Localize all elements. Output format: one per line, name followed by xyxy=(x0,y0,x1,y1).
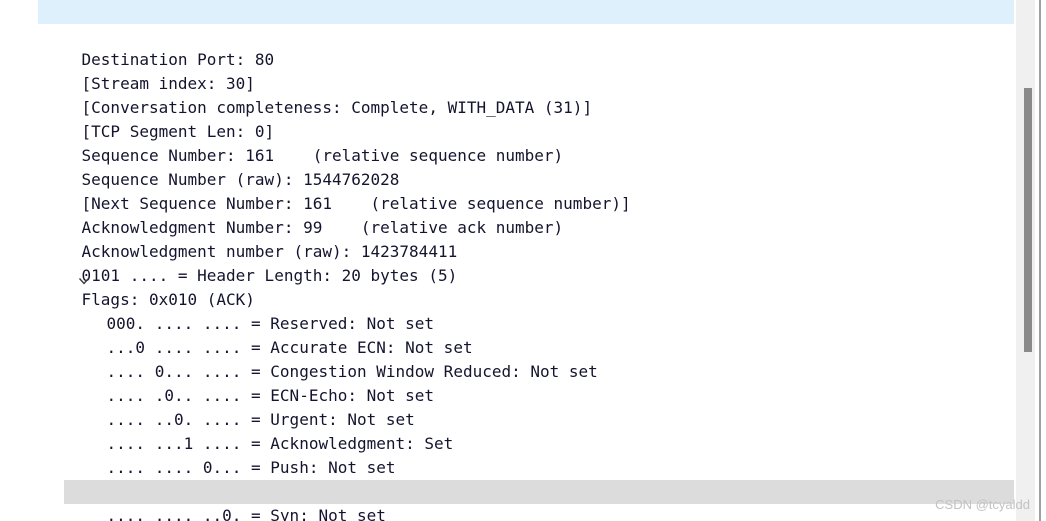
packet-detail-row[interactable]: .... .... .0.. = Reset: Not set xyxy=(64,432,1014,501)
packet-detail-text: .... 0... .... = Congestion Window Reduc… xyxy=(106,362,598,381)
packet-detail-row[interactable]: [TCP Segment Len: 0] xyxy=(38,72,1014,141)
packet-detail-row[interactable]: [Next Sequence Number: 161 (relative seq… xyxy=(38,144,1014,213)
packet-detail-row[interactable]: Sequence Number (raw): 1544762028 xyxy=(38,120,1014,189)
packet-detail-text: ...0 .... .... = Accurate ECN: Not set xyxy=(106,338,473,357)
packet-detail-row[interactable]: .... ...1 .... = Acknowledgment: Set xyxy=(64,384,1014,453)
packet-detail-text: 000. .... .... = Reserved: Not set xyxy=(106,314,435,333)
packet-detail-row[interactable]: .... .0.. .... = ECN-Echo: Not set xyxy=(64,336,1014,405)
packet-detail-text: [Stream index: 30] xyxy=(81,74,255,93)
watermark: CSDN @tcyaldd xyxy=(935,497,1030,512)
packet-detail-text: Acknowledgment number (raw): 1423784411 xyxy=(81,242,458,261)
packet-detail-row[interactable]: Acknowledgment Number: 99 (relative ack … xyxy=(38,168,1014,237)
packet-detail-text: Sequence Number (raw): 1544762028 xyxy=(81,170,400,189)
packet-detail-row[interactable]: [TCP Flags: ········A····] xyxy=(64,504,1014,521)
packet-detail-row[interactable]: Acknowledgment number (raw): 1423784411 xyxy=(38,192,1014,261)
scrollbar-thumb[interactable] xyxy=(1024,88,1032,352)
packet-detail-row[interactable]: Sequence Number: 161 (relative sequence … xyxy=(38,96,1014,165)
packet-detail-row[interactable]: .... 0... .... = Congestion Window Reduc… xyxy=(64,312,1014,381)
pane-right-border xyxy=(1039,0,1041,521)
chevron-down-icon[interactable] xyxy=(20,246,89,285)
packet-detail-row[interactable]: [Stream index: 30] xyxy=(38,24,1014,93)
packet-detail-text: .... .0.. .... = ECN-Echo: Not set xyxy=(106,386,435,405)
packet-detail-text: Acknowledgment Number: 99 (relative ack … xyxy=(81,218,564,237)
packet-detail-text: .... ..0. .... = Urgent: Not set xyxy=(106,410,415,429)
packet-detail-row[interactable]: ...0 .... .... = Accurate ECN: Not set xyxy=(64,288,1014,357)
packet-detail-row[interactable]: .... .... 0... = Push: Not set xyxy=(64,408,1014,477)
packet-detail-row[interactable]: Flags: 0x010 (ACK) xyxy=(38,240,1014,309)
packet-details-tree: Destination Port: 80 [Stream index: 30] … xyxy=(38,0,1014,521)
packet-detail-text: [Next Sequence Number: 161 (relative seq… xyxy=(81,194,631,213)
packet-detail-row[interactable]: [Conversation completeness: Complete, WI… xyxy=(38,48,1014,117)
packet-detail-row[interactable]: .... .... ...0 = Fin: Not set xyxy=(64,480,1014,504)
packet-detail-text: .... .... 0... = Push: Not set xyxy=(106,458,396,477)
packet-detail-text: Sequence Number: 161 (relative sequence … xyxy=(81,146,564,165)
packet-detail-row[interactable]: 0101 .... = Header Length: 20 bytes (5) xyxy=(38,216,1014,285)
vertical-scrollbar[interactable] xyxy=(1016,0,1035,521)
packet-detail-text: Flags: 0x010 (ACK) xyxy=(81,290,255,309)
packet-detail-text: .... .... ..0. = Syn: Not set xyxy=(106,506,386,521)
packet-detail-row[interactable]: 000. .... .... = Reserved: Not set xyxy=(64,264,1014,333)
packet-detail-text: [TCP Segment Len: 0] xyxy=(81,122,275,141)
packet-detail-text: Destination Port: 80 xyxy=(81,50,275,69)
packet-detail-text: .... ...1 .... = Acknowledgment: Set xyxy=(106,434,454,453)
packet-detail-row[interactable]: Destination Port: 80 xyxy=(38,0,1014,69)
packet-detail-text: [Conversation completeness: Complete, WI… xyxy=(81,98,593,117)
packet-detail-row[interactable]: .... .... ..0. = Syn: Not set xyxy=(64,456,1014,521)
packet-detail-text: 0101 .... = Header Length: 20 bytes (5) xyxy=(81,266,458,285)
packet-detail-row[interactable]: .... ..0. .... = Urgent: Not set xyxy=(64,360,1014,429)
